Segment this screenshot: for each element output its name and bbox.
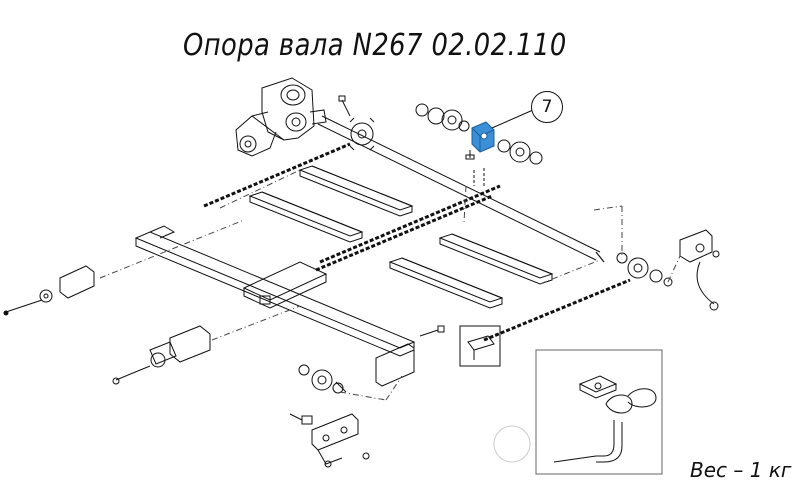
- inset-chain-detail: [536, 350, 662, 474]
- tensioner-left-lower: [113, 326, 210, 384]
- assembly-guidelines: [100, 170, 680, 400]
- tensioner-bracket-right: [680, 230, 719, 310]
- sprocket-left: [350, 118, 374, 150]
- link-detail-small: [460, 326, 500, 366]
- slat-1: [300, 166, 412, 216]
- bearing-plate-bottom: [312, 414, 369, 467]
- weight-label: Вес – 1 кг: [690, 458, 792, 482]
- slat-3: [440, 234, 552, 284]
- gearbox: [236, 78, 326, 156]
- frame-rail-front: [136, 226, 414, 356]
- frame-rail-cross: [244, 262, 326, 308]
- main-shaft: [318, 116, 604, 262]
- chain-right: [484, 280, 630, 340]
- slat-4: [390, 258, 502, 308]
- chain-upper-left: [204, 144, 350, 206]
- bearing-assembly-top: [416, 104, 542, 186]
- faint-circle: [494, 426, 530, 462]
- sprocket-bottom: [299, 365, 343, 393]
- shaft-support-highlighted: [472, 122, 494, 152]
- bolt: [339, 96, 350, 116]
- sprocket-right: [617, 253, 672, 286]
- drawing-title: Опора вала N267 02.02.110: [183, 28, 567, 63]
- bolt-set: [290, 326, 444, 424]
- tensioner-left-upper: [4, 266, 94, 315]
- chain-middle: [316, 186, 500, 270]
- callout-leader: [492, 110, 533, 128]
- slat-2: [250, 192, 362, 242]
- frame-rail-end: [376, 344, 414, 386]
- callout-part-number: 7: [531, 91, 563, 123]
